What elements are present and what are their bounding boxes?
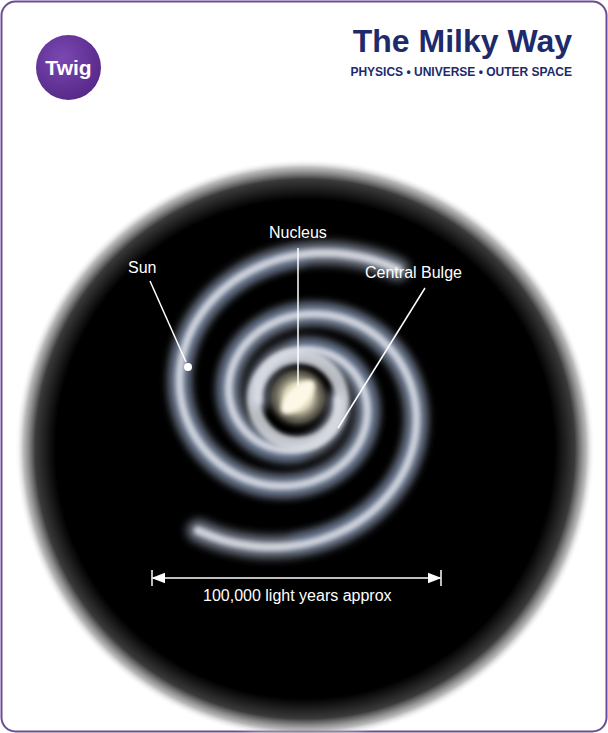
sun-dot	[184, 363, 192, 371]
dimension-line	[153, 577, 440, 579]
part-label: Nucleus	[269, 223, 327, 242]
leader-line	[338, 288, 425, 428]
leader-line	[150, 281, 186, 362]
part-label: Sun	[128, 258, 156, 277]
logo-text: Twig	[45, 56, 91, 80]
title: The Milky Way	[353, 22, 572, 60]
dimension-label: 100,000 light years approx	[203, 586, 392, 605]
subtitle: PHYSICS • UNIVERSE • OUTER SPACE	[350, 65, 572, 79]
dimension-tick	[440, 570, 442, 586]
dimension-tick	[151, 570, 153, 586]
space-background	[15, 159, 595, 733]
spiral-arm	[180, 253, 398, 486]
leader-line	[297, 248, 299, 386]
logo-badge: Twig	[36, 35, 101, 100]
part-label: Central Bulge	[365, 263, 462, 282]
